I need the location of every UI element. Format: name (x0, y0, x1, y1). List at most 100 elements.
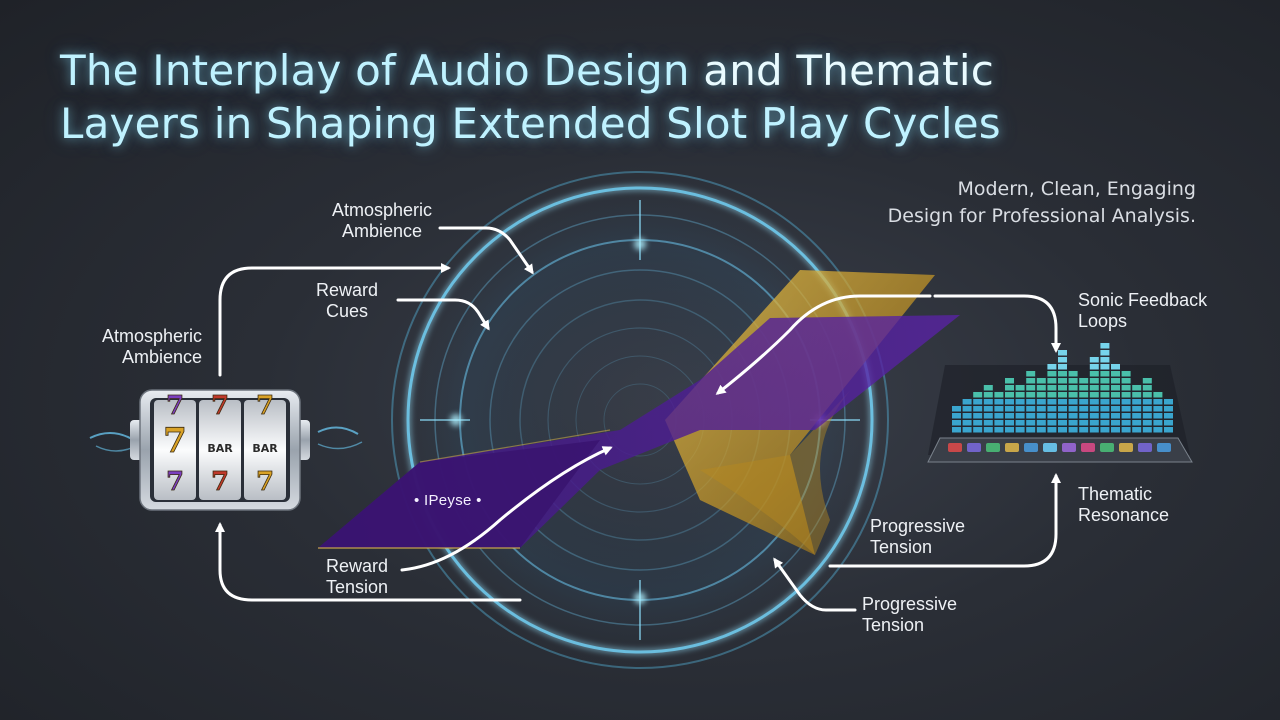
equalizer-segment (1121, 406, 1131, 412)
equalizer-segment (1015, 392, 1025, 398)
label-sonic-feedback: Sonic Feedback Loops (1078, 290, 1207, 332)
console-button (1100, 443, 1114, 452)
console-button (1005, 443, 1019, 452)
equalizer-segment (1132, 392, 1142, 398)
equalizer-segment (1100, 357, 1110, 363)
equalizer-segment (1153, 399, 1163, 405)
equalizer-segment (1058, 378, 1067, 384)
flow-arrows (215, 226, 1061, 612)
equalizer-segment (1089, 427, 1099, 433)
equalizer-segment (1111, 378, 1120, 384)
title-line2: Layers in Shaping Extended Slot Play Cyc… (60, 99, 1001, 148)
equalizer-segment (1058, 427, 1067, 433)
equalizer-segment (1036, 399, 1046, 405)
diagram-title: The Interplay of Audio Design and Themat… (60, 44, 1160, 150)
equalizer-segment (1100, 420, 1110, 426)
equalizer-segment (1005, 406, 1014, 412)
equalizer-segment (1111, 371, 1120, 377)
equalizer-segment (1026, 420, 1036, 426)
equalizer-segment (1121, 378, 1131, 384)
equalizer-segment (983, 392, 993, 398)
label-thematic-resonance: Thematic Resonance (1078, 484, 1169, 526)
equalizer-segment (1111, 413, 1120, 419)
equalizer-segment (1079, 385, 1089, 391)
reel-symbol: 7 (256, 391, 274, 421)
equalizer-segment (962, 427, 972, 433)
equalizer-segment (1121, 392, 1131, 398)
equalizer-segment (1111, 364, 1120, 370)
equalizer-segment (1089, 392, 1099, 398)
equalizer-bars (952, 343, 1173, 433)
equalizer-segment (1089, 406, 1099, 412)
console-button (1138, 443, 1152, 452)
equalizer-segment (1111, 427, 1120, 433)
equalizer-segment (1089, 357, 1099, 363)
equalizer-segment (1068, 371, 1078, 377)
equalizer-segment (973, 406, 983, 412)
equalizer-segment (1121, 385, 1131, 391)
equalizer-segment (1164, 420, 1173, 426)
equalizer-segment (983, 413, 993, 419)
equalizer-segment (1047, 371, 1057, 377)
equalizer-segment (962, 420, 972, 426)
equalizer-segment (1132, 420, 1142, 426)
equalizer-segment (1100, 399, 1110, 405)
label-reward-cues: Reward Cues (316, 280, 378, 322)
label-atmospheric-top-l2: Ambience (342, 221, 423, 241)
equalizer-segment (1068, 399, 1078, 405)
equalizer-segment (952, 413, 961, 419)
label-progressive-mid-l1: Progressive (870, 516, 966, 536)
equalizer-segment (1100, 385, 1110, 391)
equalizer-segment (1058, 371, 1067, 377)
label-thematic-resonance-l1: Thematic (1078, 484, 1153, 504)
equalizer-segment (1164, 427, 1173, 433)
equalizer-segment (1079, 413, 1089, 419)
equalizer-segment (1015, 406, 1025, 412)
equalizer-segment (1058, 399, 1067, 405)
console-button (1043, 443, 1057, 452)
title-line1-part2: and Thematic (689, 46, 995, 95)
center-tag: • IPeyse • (414, 492, 482, 509)
console-buttons (948, 443, 1171, 452)
equalizer-segment (973, 427, 983, 433)
equalizer-segment (1068, 427, 1078, 433)
equalizer-segment (1089, 385, 1099, 391)
equalizer-segment (1058, 392, 1067, 398)
equalizer-segment (1005, 420, 1014, 426)
equalizer-segment (1153, 392, 1163, 398)
equalizer-segment (994, 420, 1004, 426)
equalizer-segment (1142, 392, 1152, 398)
console-button (1157, 443, 1171, 452)
equalizer-segment (1005, 385, 1014, 391)
equalizer-segment (994, 399, 1004, 405)
equalizer-segment (1142, 399, 1152, 405)
label-progressive-mid: Progressive Tension (870, 516, 965, 558)
equalizer-segment (1047, 378, 1057, 384)
label-thematic-resonance-l2: Resonance (1078, 505, 1170, 525)
equalizer-segment (1015, 413, 1025, 419)
equalizer-segment (1100, 427, 1110, 433)
equalizer-segment (952, 420, 961, 426)
reel-symbol: BAR (207, 442, 233, 455)
arrow-purple-back (715, 294, 932, 395)
label-atmospheric-top-l1: Atmospheric (332, 200, 433, 220)
equalizer-segment (1026, 392, 1036, 398)
equalizer-segment (983, 399, 993, 405)
equalizer-segment (962, 399, 972, 405)
console-button (967, 443, 981, 452)
equalizer-segment (1121, 427, 1131, 433)
label-sonic-feedback-l2: Loops (1078, 311, 1128, 331)
equalizer-segment (1089, 399, 1099, 405)
equalizer-segment (1005, 399, 1014, 405)
equalizer-console (927, 343, 1193, 463)
equalizer-segment (1036, 406, 1046, 412)
equalizer-segment (1142, 413, 1152, 419)
equalizer-segment (1058, 357, 1067, 363)
reel-symbol: 7 (166, 391, 184, 421)
equalizer-segment (1121, 399, 1131, 405)
console-button (1062, 443, 1076, 452)
equalizer-segment (1111, 392, 1120, 398)
equalizer-segment (1026, 406, 1036, 412)
equalizer-segment (1079, 392, 1089, 398)
